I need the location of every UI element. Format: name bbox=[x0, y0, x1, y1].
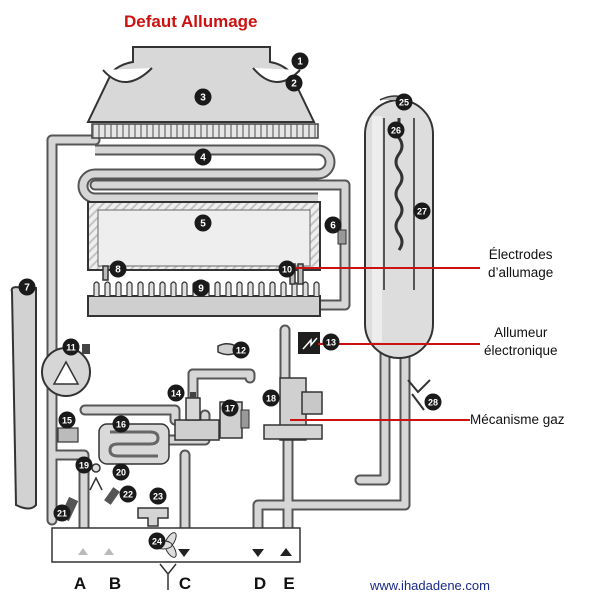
pressure-gauge bbox=[57, 427, 79, 443]
part-marker-label: 2 bbox=[291, 79, 297, 90]
part-marker-label: 5 bbox=[200, 219, 206, 230]
part-marker-19: 19 bbox=[75, 456, 93, 474]
part-marker-label: 20 bbox=[116, 468, 126, 478]
part-marker-1: 1 bbox=[291, 52, 309, 70]
part-marker-label: 22 bbox=[123, 490, 133, 500]
part-marker-label: 10 bbox=[282, 265, 292, 275]
part-marker-4: 4 bbox=[194, 148, 212, 166]
part-marker-7: 7 bbox=[18, 278, 36, 296]
part-marker-10: 10 bbox=[278, 260, 296, 278]
connection-label-a: A bbox=[73, 574, 87, 593]
part-marker-label: 9 bbox=[198, 284, 204, 295]
part-marker-label: 25 bbox=[399, 98, 409, 108]
plate-heat-exchanger bbox=[98, 423, 170, 465]
part-marker-11: 11 bbox=[62, 338, 80, 356]
part-marker-12: 12 bbox=[232, 341, 250, 359]
part-marker-17: 17 bbox=[221, 399, 239, 417]
part-marker-2: 2 bbox=[285, 74, 303, 92]
part-marker-3: 3 bbox=[194, 88, 212, 106]
callout-electrodes: Électrodes d’allumage bbox=[488, 246, 553, 282]
part-marker-18: 18 bbox=[262, 389, 280, 407]
flue-sensor bbox=[337, 229, 347, 245]
diagram-title: Defaut Allumage bbox=[124, 12, 258, 31]
part-marker-6: 6 bbox=[324, 216, 342, 234]
connection-panel bbox=[51, 527, 301, 590]
part-marker-26: 26 bbox=[387, 121, 405, 139]
part-marker-9: 9 bbox=[192, 279, 210, 297]
part-marker-label: 6 bbox=[330, 221, 336, 232]
callout-allumeur: Allumeur électronique bbox=[484, 324, 558, 360]
part-marker-label: 1 bbox=[297, 57, 303, 68]
part-marker-label: 17 bbox=[225, 404, 235, 414]
part-marker-label: 18 bbox=[266, 394, 276, 404]
callout-electrodes-line-2: d’allumage bbox=[488, 265, 554, 280]
part-marker-22: 22 bbox=[119, 485, 137, 503]
fill-tap bbox=[89, 463, 103, 491]
draft-hood bbox=[86, 46, 316, 123]
part-marker-label: 11 bbox=[66, 343, 76, 353]
inlet-valve bbox=[407, 379, 431, 411]
part-marker-28: 28 bbox=[424, 393, 442, 411]
part-marker-label: 4 bbox=[200, 153, 206, 164]
part-marker-label: 28 bbox=[428, 398, 438, 408]
part-marker-25: 25 bbox=[395, 93, 413, 111]
part-marker-label: 24 bbox=[152, 537, 162, 547]
website-footer: www.ihadadene.com bbox=[370, 578, 490, 593]
part-marker-16: 16 bbox=[112, 415, 130, 433]
part-marker-8: 8 bbox=[109, 260, 127, 278]
part-marker-label: 16 bbox=[116, 420, 126, 430]
part-marker-23: 23 bbox=[149, 487, 167, 505]
water-valve-assembly bbox=[174, 392, 250, 441]
connection-label-c: C bbox=[178, 574, 192, 593]
part-marker-24: 24 bbox=[148, 532, 166, 550]
part-marker-label: 23 bbox=[153, 492, 163, 502]
part-marker-label: 19 bbox=[79, 461, 89, 471]
part-marker-27: 27 bbox=[413, 202, 431, 220]
part-marker-label: 7 bbox=[24, 283, 30, 294]
part-marker-label: 3 bbox=[200, 93, 206, 104]
connection-label-b: B bbox=[108, 574, 122, 593]
bypass bbox=[137, 507, 169, 527]
part-marker-label: 8 bbox=[115, 265, 121, 276]
callout-allumeur-line-1: Allumeur bbox=[494, 325, 548, 340]
part-marker-label: 15 bbox=[62, 416, 72, 426]
combustion-chamber bbox=[87, 201, 321, 271]
callout-leaders bbox=[288, 267, 480, 421]
expansion-vessel bbox=[10, 286, 37, 510]
part-marker-14: 14 bbox=[167, 384, 185, 402]
part-marker-label: 14 bbox=[171, 389, 181, 399]
connection-label-d: D bbox=[253, 574, 267, 593]
part-marker-label: 12 bbox=[236, 346, 246, 356]
part-marker-15: 15 bbox=[58, 411, 76, 429]
part-marker-13: 13 bbox=[322, 333, 340, 351]
connection-label-e: E bbox=[283, 574, 295, 593]
heat-exchanger bbox=[77, 123, 336, 204]
electronic-igniter bbox=[298, 332, 320, 354]
callout-allumeur-line-2: électronique bbox=[484, 343, 558, 358]
drain-valve bbox=[104, 487, 120, 505]
part-marker-label: 26 bbox=[391, 126, 401, 136]
callout-mecanisme: Mécanisme gaz bbox=[470, 412, 565, 427]
part-marker-label: 21 bbox=[57, 509, 67, 519]
part-marker-5: 5 bbox=[194, 214, 212, 232]
storage-tank bbox=[364, 95, 434, 359]
part-marker-label: 13 bbox=[326, 338, 336, 348]
part-marker-21: 21 bbox=[53, 504, 71, 522]
gas-valve bbox=[263, 377, 323, 441]
callout-electrodes-line-1: Électrodes bbox=[488, 247, 553, 262]
part-marker-label: 27 bbox=[417, 207, 427, 217]
part-marker-20: 20 bbox=[112, 463, 130, 481]
